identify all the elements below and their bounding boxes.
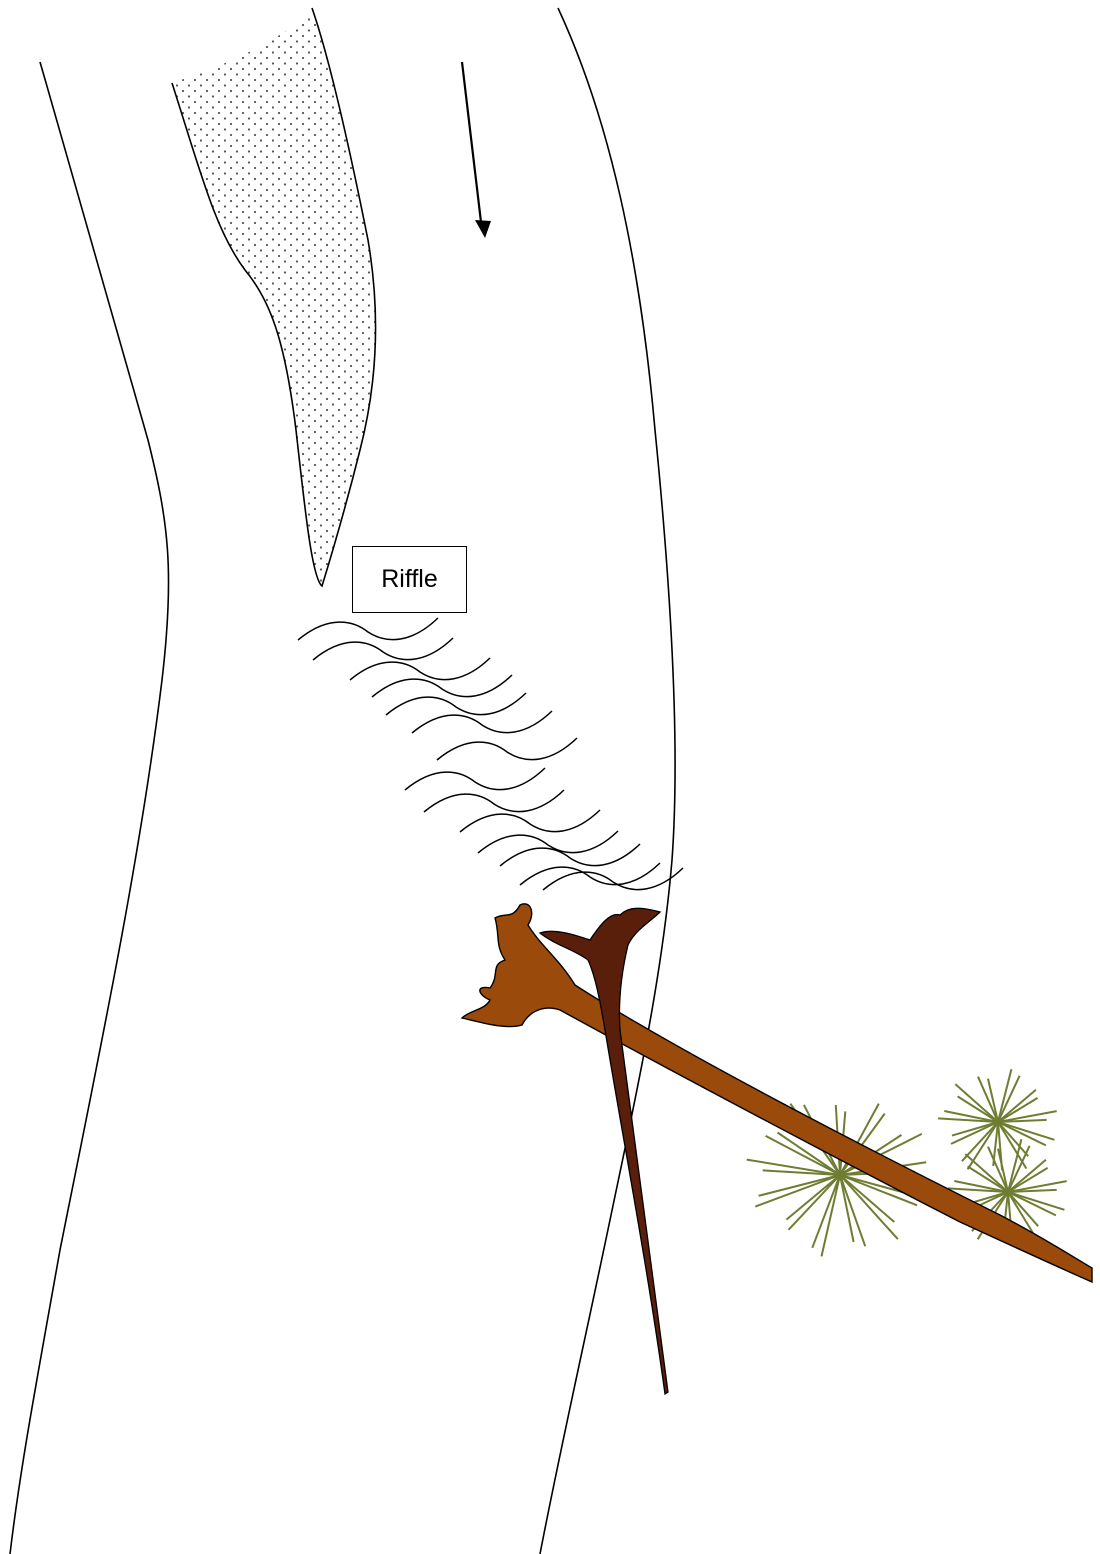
pine-needle: [1008, 1160, 1046, 1192]
riffle-wave: [478, 831, 618, 853]
riffle-wave: [424, 790, 564, 812]
riffle-wave: [350, 658, 490, 680]
gravel-bar: [172, 8, 376, 586]
down-arrow-icon: [462, 62, 491, 238]
riffle-wave: [437, 738, 577, 760]
riffle-wave: [386, 693, 526, 715]
riffle-wave: [405, 768, 545, 790]
riffle-label: Riffle: [352, 546, 467, 613]
riffle-waves: [298, 618, 683, 890]
riffle-wave: [460, 810, 600, 832]
riffle-wave: [313, 638, 453, 660]
fallen-tree-main: [462, 904, 1092, 1282]
pine-needle: [755, 1175, 840, 1207]
riffle-wave: [520, 863, 660, 885]
riffle-wave: [298, 618, 438, 640]
riffle-wave: [543, 868, 683, 890]
riffle-wave: [500, 844, 640, 866]
pine-needle: [998, 1090, 1036, 1122]
pine-needle: [789, 1175, 841, 1230]
left-bank: [10, 62, 169, 1554]
riffle-wave: [372, 675, 512, 697]
